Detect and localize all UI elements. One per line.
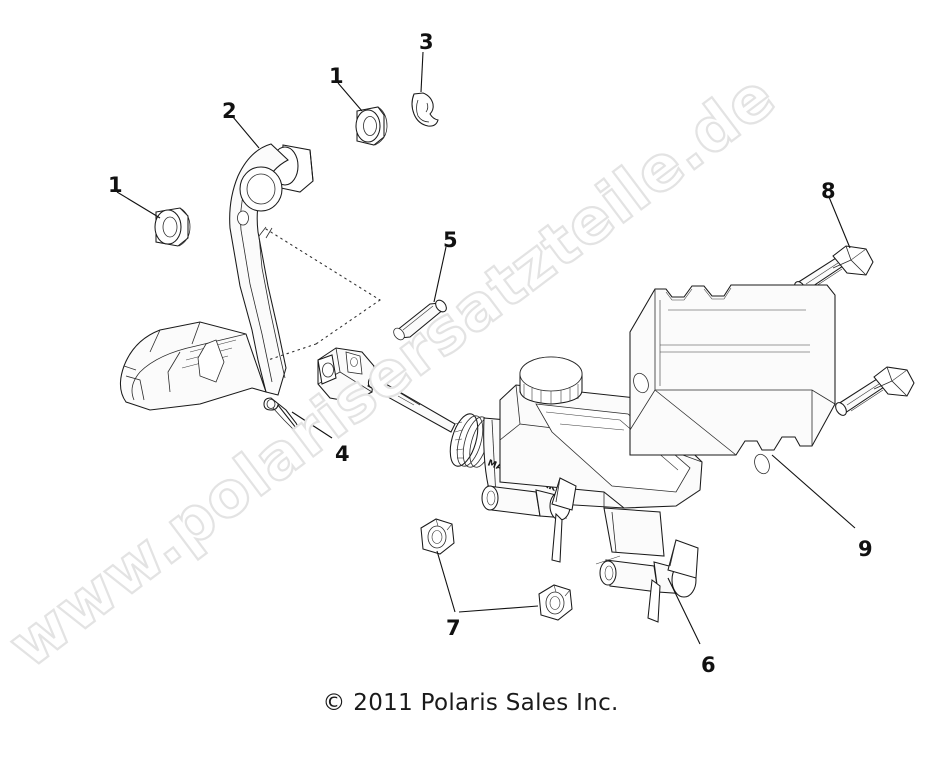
reservoir-cap	[519, 356, 583, 405]
pivot-bushing-left-part	[154, 207, 191, 247]
callout-2: 2	[222, 99, 237, 123]
hex-bolt-lower-part	[835, 366, 915, 416]
callout-4: 4	[335, 442, 350, 466]
callout-1-left: 1	[108, 173, 123, 197]
callout-1-right: 1	[329, 64, 344, 88]
leader-5	[433, 246, 447, 303]
lower-outlet-port	[595, 539, 699, 623]
leader-3	[420, 51, 424, 93]
brake-pedal-part	[119, 143, 314, 411]
callout-8: 8	[821, 179, 836, 203]
copyright-notice: © 2011 Polaris Sales Inc.	[322, 690, 619, 716]
leader-9	[771, 454, 856, 529]
callout-9: 9	[858, 537, 873, 561]
leader-1-left	[116, 191, 161, 219]
assembly-alignment-lines	[265, 228, 381, 361]
leader-4	[291, 411, 333, 439]
callout-3: 3	[419, 30, 434, 54]
leader-6	[667, 577, 701, 645]
hex-nut-lower-part	[538, 584, 573, 621]
retaining-clip-part	[411, 92, 439, 127]
master-cylinder-part: MASTER BRAKE	[449, 356, 703, 623]
upper-outlet-port	[481, 477, 577, 563]
leader-8	[828, 196, 851, 249]
callout-6: 6	[701, 653, 716, 677]
leader-7a	[436, 550, 456, 613]
callout-5: 5	[443, 228, 458, 252]
leader-2	[232, 116, 260, 149]
leader-1-right	[337, 82, 363, 112]
clevis-pin-part	[393, 299, 447, 341]
pivot-bushing-right-part	[355, 106, 388, 146]
mounting-bracket-part	[629, 284, 836, 475]
cotter-pin-part	[263, 397, 302, 432]
leader-7b	[458, 605, 539, 613]
callout-7: 7	[446, 616, 461, 640]
clevis-pushrod-part	[317, 347, 456, 433]
leader-lines	[116, 51, 856, 645]
hex-nut-upper-part	[420, 518, 455, 555]
